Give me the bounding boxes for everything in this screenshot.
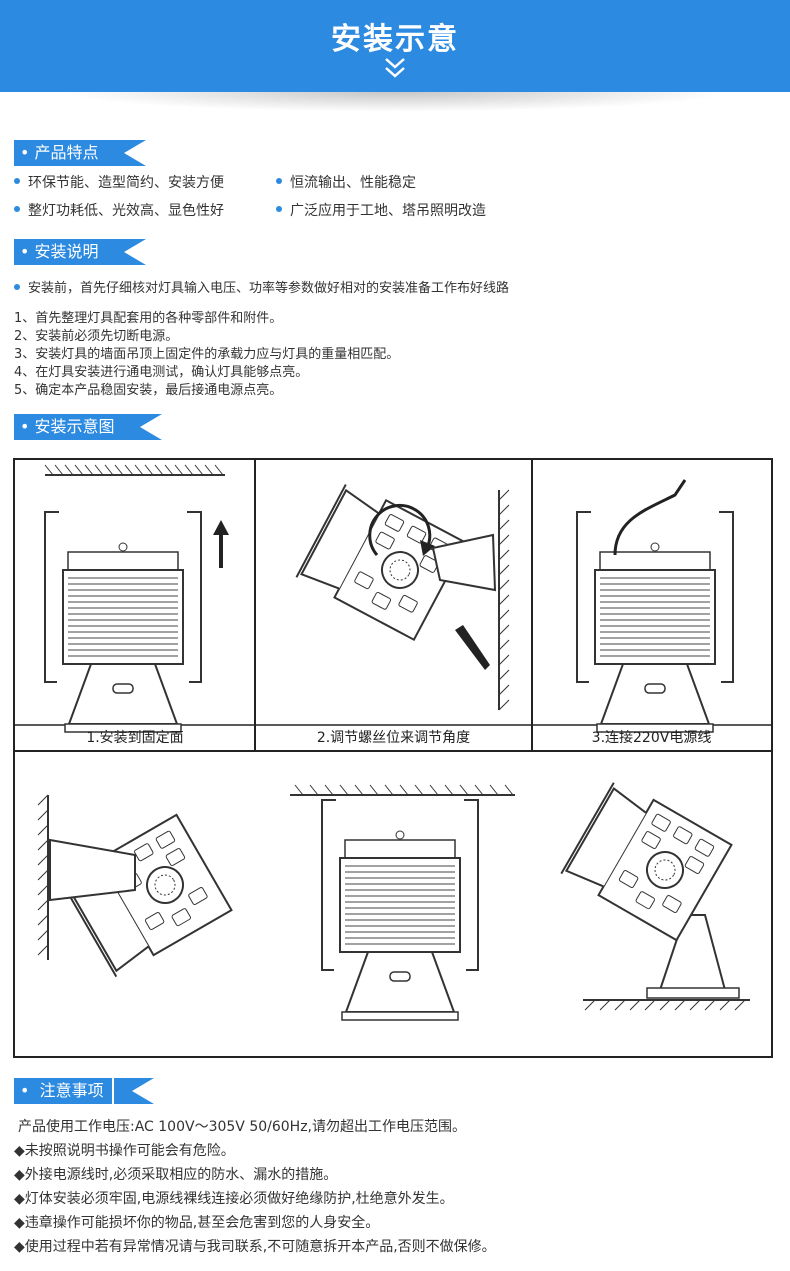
up-arrow-icon [213, 520, 229, 568]
note-line: ◆外接电源线时,必须采取相应的防水、漏水的措施。 [14, 1167, 338, 1183]
page-title: 安装示意 [331, 22, 459, 57]
section-title: 安装说明 [34, 242, 99, 261]
note-line: 产品使用工作电压:AC 100V～305V 50/60Hz,请勿超出工作电压范围… [18, 1119, 466, 1135]
power-cable [613, 479, 687, 556]
instruction-step: 4、在灯具安装进行通电测试，确认灯具能够点亮。 [14, 365, 309, 380]
feature-item: 广泛应用于工地、塔吊照明改造 [276, 200, 486, 220]
instruction-step: 5、确定本产品稳固安装，最后接通电源点亮。 [14, 383, 283, 398]
diagram-caption: 1.安装到固定面 [86, 730, 184, 746]
diagram-caption: 2.调节螺丝位来调节角度 [316, 730, 471, 746]
section-heading-features: • 产品特点 [14, 140, 146, 166]
note-line: ◆违章操作可能损坏你的物品,甚至会危害到您的人身安全。 [14, 1215, 380, 1231]
chevron-down-icon [385, 58, 405, 78]
header-banner: 安装示意 [0, 0, 790, 92]
feature-item: 环保节能、造型简约、安装方便 [14, 172, 224, 192]
arrow-tab-icon [106, 140, 146, 166]
bullet-dot-icon: • [20, 1081, 30, 1100]
feature-item: 整灯功耗低、光效高、显色性好 [14, 200, 224, 220]
instruction-step: 1、首先整理灯具配套用的各种零部件和附件。 [14, 311, 283, 326]
arrow-tab-icon [122, 414, 162, 440]
section-title: 安装示意图 [34, 417, 115, 436]
note-line: ◆使用过程中若有异常情况请与我司联系,不可随意拆开本产品,否则不做保修。 [14, 1239, 496, 1255]
note-line: ◆灯体安装必须牢固,电源线裸线连接必须做好绝缘防护,杜绝意外发生。 [14, 1191, 454, 1207]
section-heading-diagram: • 安装示意图 [14, 414, 162, 440]
bullet-dot-icon: • [20, 417, 30, 436]
wrench-icon [455, 625, 490, 670]
bullet-dot-icon: • [20, 143, 30, 162]
note-line: ◆未按照说明书操作可能会有危险。 [14, 1143, 235, 1159]
bullet-dot-icon: • [20, 242, 30, 261]
installation-diagram: 1.安装到固定面 2.调节螺丝位来调节角度 3.连接220V电源线 [13, 458, 773, 1058]
instruction-lead: 安装前，首先仔细核对灯具输入电压、功率等参数做好相对的安装准备工作布好线路 [14, 277, 509, 296]
diagram-caption: 3.连接220V电源线 [591, 730, 712, 746]
instruction-step: 3、安装灯具的墙面吊顶上固定件的承载力应与灯具的重量相匹配。 [14, 347, 400, 362]
section-title: 产品特点 [34, 143, 99, 162]
section-title: 注意事项 [39, 1081, 104, 1100]
ceiling-hatch [44, 464, 225, 476]
diagram-figure [15, 460, 771, 1021]
instruction-step: 2、安装前必须先切断电源。 [14, 329, 179, 344]
section-heading-notes: • 注意事项 [14, 1078, 154, 1104]
arrow-tab-icon [114, 1078, 154, 1104]
section-heading-instructions: • 安装说明 [14, 239, 146, 265]
header-shadow [60, 92, 730, 112]
feature-item: 恒流输出、性能稳定 [276, 172, 416, 192]
arrow-tab-icon [106, 239, 146, 265]
